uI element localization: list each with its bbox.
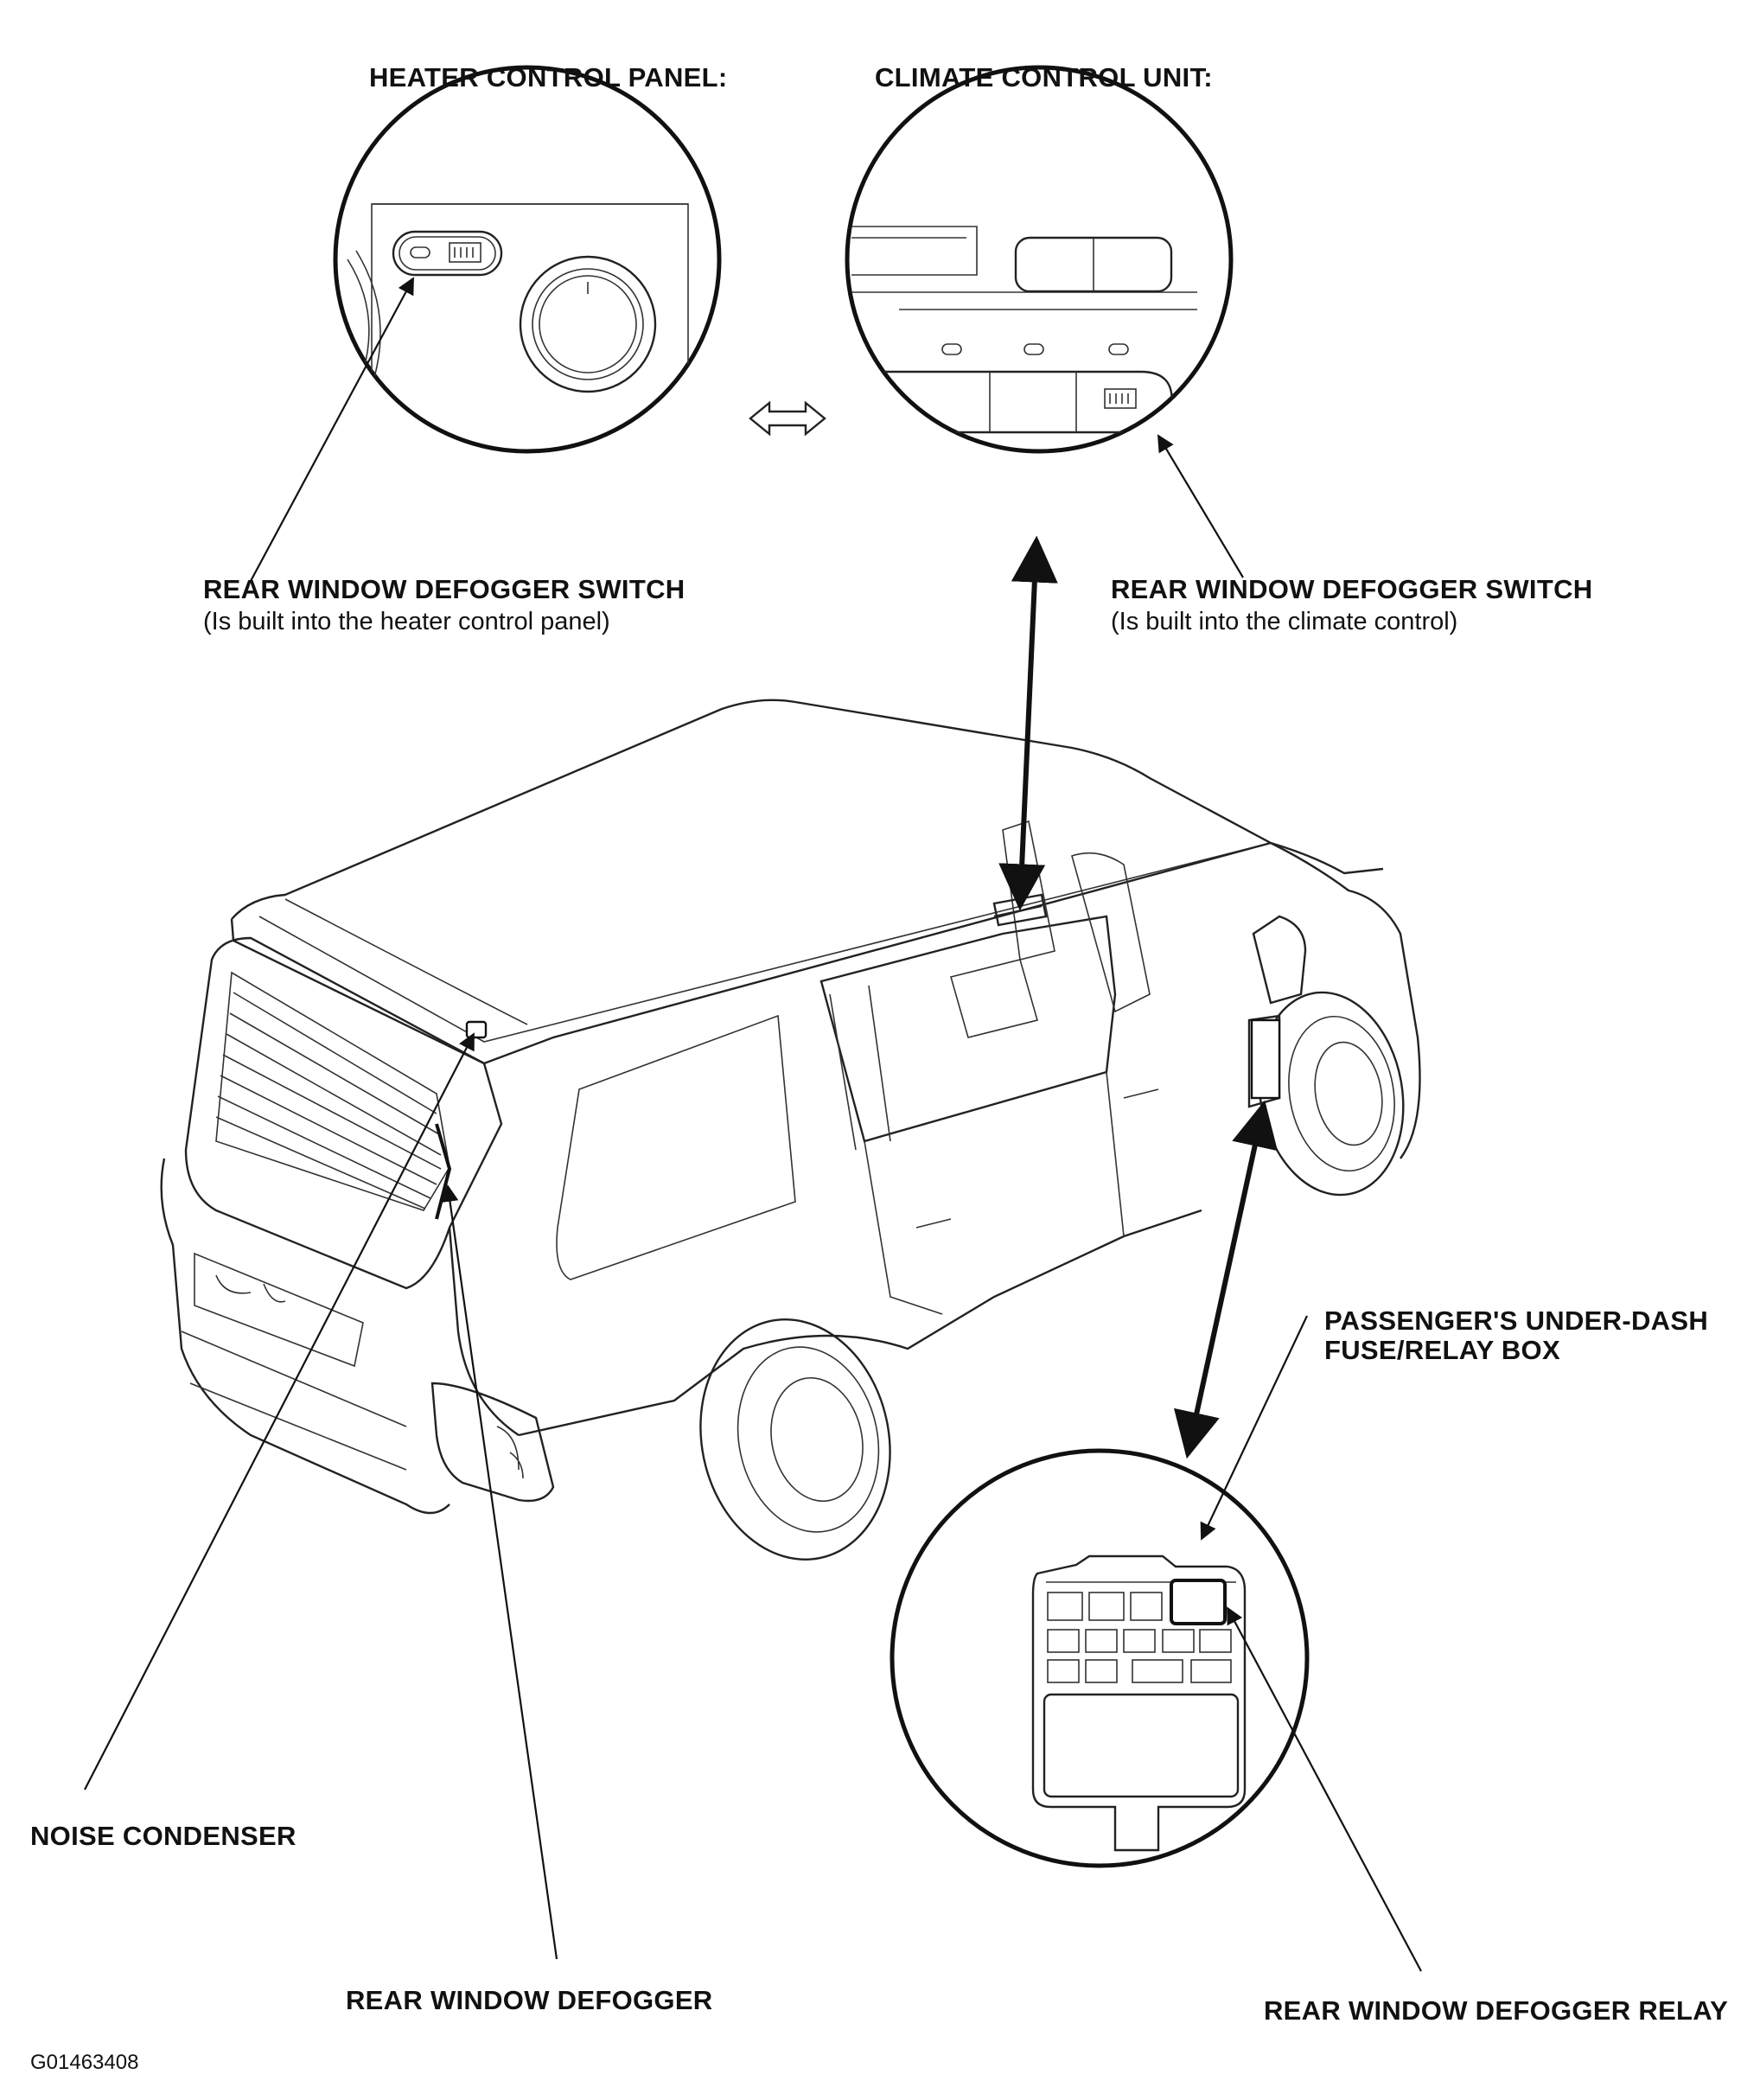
leader-lines — [84, 277, 1422, 1972]
climate-control-unit-detail — [845, 65, 1234, 454]
heater-control-panel-detail — [333, 65, 722, 454]
noise-condenser-label: NOISE CONDENSER — [30, 1821, 297, 1851]
rear-defrost-icon — [449, 242, 481, 263]
rear-defrost-icon-climate — [1104, 388, 1137, 409]
rear-window-defogger-grid — [215, 992, 442, 1210]
switch-right-label: REAR WINDOW DEFOGGER SWITCH — [1111, 574, 1592, 604]
double-arrow-icon — [749, 400, 826, 437]
noise-condenser-part — [465, 1020, 488, 1039]
defogger-relay-part — [1170, 1579, 1227, 1625]
fuse-box-label-line2: FUSE/RELAY BOX — [1324, 1335, 1560, 1365]
switch-left-note: (Is built into the heater control panel) — [203, 608, 610, 635]
climate-unit-title: CLIMATE CONTROL UNIT: — [875, 62, 1213, 93]
switch-right-note: (Is built into the climate control) — [1111, 608, 1457, 635]
heater-panel-title: HEATER CONTROL PANEL: — [369, 62, 727, 93]
fuse-box-location — [1250, 1018, 1281, 1100]
fuse-relay-box-detail — [890, 1448, 1310, 1868]
switch-left-label: REAR WINDOW DEFOGGER SWITCH — [203, 574, 685, 604]
defogger-relay-label: REAR WINDOW DEFOGGER RELAY — [1264, 1995, 1728, 2026]
rear-defogger-label: REAR WINDOW DEFOGGER — [346, 1985, 713, 2015]
figure-code: G01463408 — [30, 2051, 138, 2074]
rear-wheel — [699, 1318, 891, 1561]
vehicle-body — [160, 699, 1421, 1561]
fuse-box-label-line1: PASSENGER'S UNDER-DASH — [1324, 1305, 1708, 1336]
